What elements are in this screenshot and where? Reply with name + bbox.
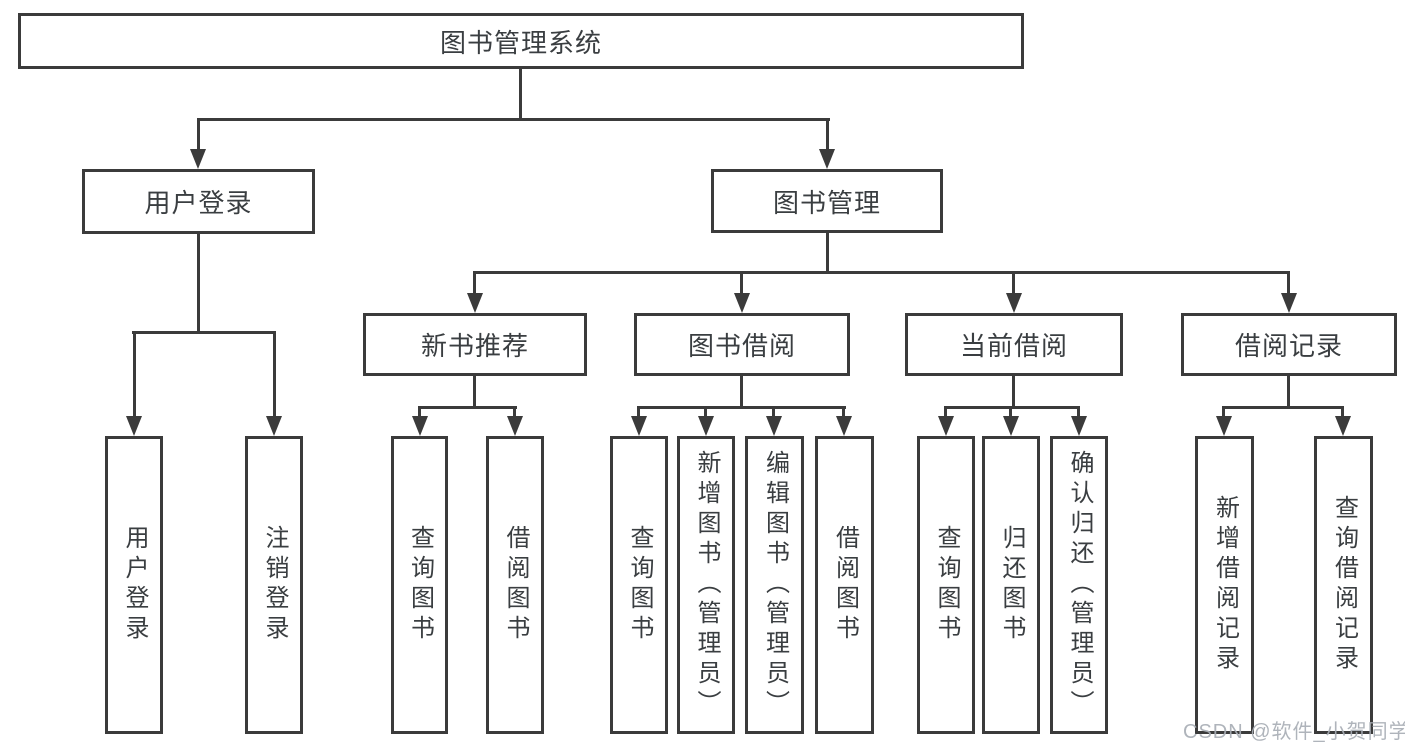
leaf-add-books-admin: 新增图书（管理员） bbox=[677, 436, 735, 734]
leaf-confirm-return-admin-label: 确认归还（管理员） bbox=[1066, 450, 1093, 720]
connector-line bbox=[704, 406, 707, 416]
node-root-label: 图书管理系统 bbox=[439, 27, 602, 58]
connector-line bbox=[826, 233, 829, 274]
leaf-user-login: 用户登录 bbox=[105, 436, 163, 734]
node-book-management-label: 图书管理 bbox=[772, 187, 881, 218]
leaf-borrow-books-label: 借阅图书 bbox=[831, 525, 859, 645]
arrow-down-icon bbox=[734, 293, 750, 313]
connector-line bbox=[197, 118, 200, 149]
arrow-down-icon bbox=[938, 416, 954, 436]
connector-line bbox=[418, 406, 421, 416]
arrow-down-icon bbox=[819, 149, 835, 169]
arrow-down-icon bbox=[190, 149, 206, 169]
connector-line bbox=[740, 376, 743, 408]
node-current-borrow-label: 当前借阅 bbox=[959, 331, 1068, 361]
arrow-down-icon bbox=[766, 416, 782, 436]
leaf-query-borrow-record: 查询借阅记录 bbox=[1314, 436, 1373, 734]
leaf-query-books-borrow-label: 查询图书 bbox=[626, 525, 653, 645]
leaf-edit-books-admin: 编辑图书（管理员） bbox=[745, 436, 804, 734]
node-new-book-recommend: 新书推荐 bbox=[363, 313, 587, 376]
connector-line bbox=[133, 331, 136, 416]
connector-line bbox=[772, 406, 775, 416]
connector-line bbox=[197, 118, 830, 121]
connector-line bbox=[842, 406, 845, 416]
arrow-down-icon bbox=[1216, 416, 1232, 436]
connector-line bbox=[1009, 406, 1012, 416]
arrow-down-icon bbox=[698, 416, 714, 436]
connector-line bbox=[637, 406, 846, 409]
connector-line bbox=[1222, 406, 1225, 416]
node-current-borrow: 当前借阅 bbox=[905, 313, 1123, 376]
connector-line bbox=[1012, 271, 1015, 293]
leaf-logout-label: 注销登录 bbox=[261, 525, 288, 645]
connector-line bbox=[944, 406, 947, 416]
leaf-add-borrow-record-label: 新增借阅记录 bbox=[1211, 495, 1239, 675]
connector-line bbox=[1287, 271, 1290, 293]
leaf-query-books-newbooks-label: 查询图书 bbox=[406, 525, 434, 645]
connector-line bbox=[473, 376, 476, 408]
arrow-down-icon bbox=[412, 416, 428, 436]
leaf-query-borrow-record-label: 查询借阅记录 bbox=[1330, 495, 1358, 675]
connector-line bbox=[273, 331, 276, 416]
connector-line bbox=[1287, 376, 1290, 408]
leaf-return-books: 归还图书 bbox=[982, 436, 1040, 734]
leaf-edit-books-admin-label: 编辑图书（管理员） bbox=[761, 450, 789, 720]
leaf-query-books-current-label: 查询图书 bbox=[933, 525, 960, 645]
arrow-down-icon bbox=[1071, 416, 1087, 436]
node-book-borrow: 图书借阅 bbox=[634, 313, 850, 376]
connector-line bbox=[519, 69, 522, 121]
arrow-down-icon bbox=[836, 416, 852, 436]
connector-line bbox=[944, 406, 1080, 409]
connector-line bbox=[1222, 406, 1344, 409]
connector-line bbox=[637, 406, 640, 416]
connector-line bbox=[1077, 406, 1080, 416]
node-user-login-label: 用户登录 bbox=[144, 188, 253, 218]
arrow-down-icon bbox=[467, 293, 483, 313]
arrow-down-icon bbox=[126, 416, 142, 436]
leaf-confirm-return-admin: 确认归还（管理员） bbox=[1050, 436, 1108, 734]
leaf-add-books-admin-label: 新增图书（管理员） bbox=[693, 450, 720, 720]
arrow-down-icon bbox=[631, 416, 647, 436]
connector-line bbox=[197, 234, 200, 333]
connector-line bbox=[826, 118, 829, 149]
connector-line bbox=[473, 271, 476, 293]
connector-line bbox=[513, 406, 516, 416]
node-new-book-recommend-label: 新书推荐 bbox=[420, 331, 529, 361]
node-borrow-records-label: 借阅记录 bbox=[1234, 331, 1343, 361]
leaf-query-books-borrow: 查询图书 bbox=[610, 436, 668, 734]
csdn-watermark: CSDN @软件_小贺同学 bbox=[1183, 721, 1405, 743]
leaf-query-books-current: 查询图书 bbox=[917, 436, 975, 734]
leaf-add-borrow-record: 新增借阅记录 bbox=[1195, 436, 1254, 734]
arrow-down-icon bbox=[1006, 293, 1022, 313]
arrow-down-icon bbox=[1003, 416, 1019, 436]
connector-line bbox=[1012, 376, 1015, 408]
connector-line bbox=[418, 406, 517, 409]
arrow-down-icon bbox=[1281, 293, 1297, 313]
leaf-borrow-books: 借阅图书 bbox=[815, 436, 874, 734]
connector-line bbox=[740, 271, 743, 293]
node-book-management: 图书管理 bbox=[711, 169, 943, 233]
leaf-user-login-label: 用户登录 bbox=[121, 525, 148, 645]
connector-line bbox=[1341, 406, 1344, 416]
leaf-borrow-books-newbooks-label: 借阅图书 bbox=[502, 525, 529, 645]
arrow-down-icon bbox=[507, 416, 523, 436]
node-user-login: 用户登录 bbox=[82, 169, 315, 234]
node-borrow-records: 借阅记录 bbox=[1181, 313, 1397, 376]
node-book-borrow-label: 图书借阅 bbox=[687, 331, 796, 361]
arrow-down-icon bbox=[266, 416, 282, 436]
arrow-down-icon bbox=[1335, 416, 1351, 436]
leaf-borrow-books-newbooks: 借阅图书 bbox=[486, 436, 544, 734]
leaf-query-books-newbooks: 查询图书 bbox=[391, 436, 448, 734]
connector-line bbox=[473, 271, 1290, 274]
leaf-logout: 注销登录 bbox=[245, 436, 303, 734]
leaf-return-books-label: 归还图书 bbox=[998, 525, 1025, 645]
connector-line bbox=[132, 331, 275, 334]
node-root: 图书管理系统 bbox=[18, 13, 1024, 69]
